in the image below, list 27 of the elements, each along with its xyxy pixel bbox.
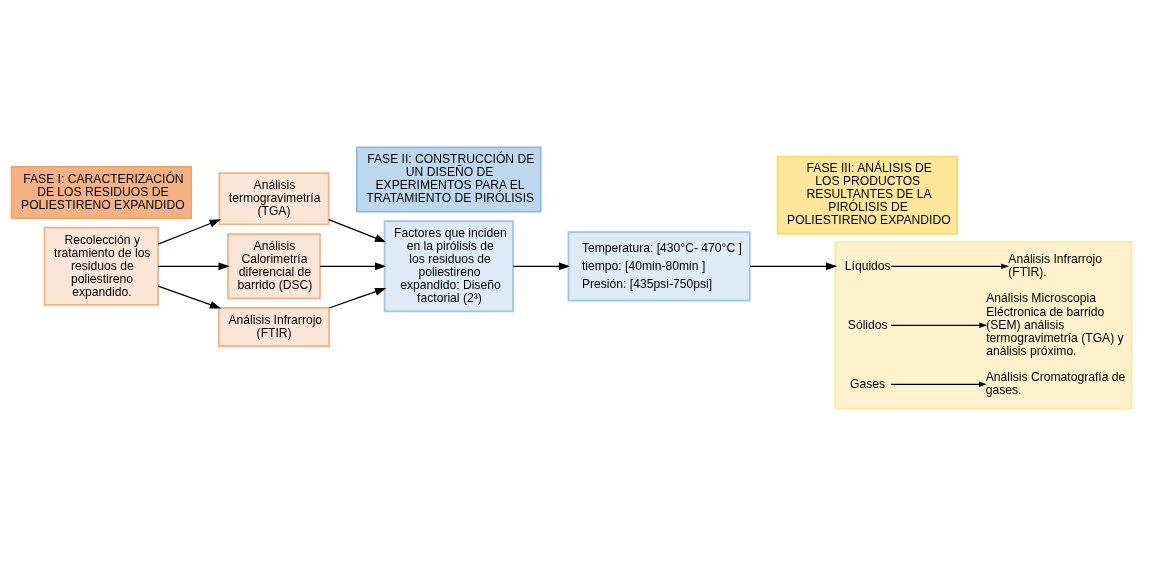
node-box: Análisis Infrarrojo (FTIR) — [218, 306, 330, 347]
arrow — [157, 285, 222, 309]
node-box: Recolección y tratamiento de los residuos de poliestireno expandido. — [43, 226, 160, 306]
node-text: Sólidos — [847, 317, 888, 332]
node-box: FASE II: CONSTRUCCIÓN DE UN DISEÑO DE EXPERIMENTOS PARA EL TRATAMIENTO DE PIRÓLISIS — [355, 146, 542, 213]
node-box: Temperatura: [430°C- 470°C ] tiempo: [40min-80min ] Presión: [435psi-750psi] — [567, 230, 751, 301]
node-text: Análisis Cromatografía de gases. — [985, 369, 1126, 397]
arrow — [319, 261, 387, 270]
node-box: Análisis termogravimetría (TGA) — [218, 171, 330, 225]
cluster — [834, 240, 1133, 409]
arrow — [157, 261, 230, 270]
arrow — [890, 381, 987, 387]
arrow — [890, 322, 988, 328]
node-text: Análisis Infrarrojo (FTIR). — [1008, 251, 1102, 279]
arrow — [328, 287, 387, 309]
arrow — [512, 261, 571, 270]
node-text: Análisis Microscopia Eléctronica de barrido (SEM) análisis termogravimetría (TGA) y análisis próximo. — [986, 290, 1124, 358]
arrow — [890, 263, 1010, 269]
node-box: Análisis Calorimetría diferencial de barrido (DSC) — [227, 232, 321, 299]
node-box: FASE I: CARACTERIZACIÓN DE LOS RESIDUOS DE POLIESTIRENO EXPANDIDO — [10, 165, 192, 219]
node-box: FASE III: ANÁLISIS DE LOS PRODUCTOS RESULTANTES DE LA PIRÓLISIS DE POLIESTIRENO EXPANDIDO — [776, 155, 958, 235]
arrow — [157, 218, 221, 245]
arrow — [328, 218, 387, 242]
node-text: Líquidos — [844, 258, 891, 273]
node-box: Factores que inciden en la pirólisis de los residuos de poliestireno expandido: Diseño factorial (2³) — [383, 219, 514, 312]
arrow — [749, 261, 838, 270]
node-text: Gases — [850, 376, 886, 391]
